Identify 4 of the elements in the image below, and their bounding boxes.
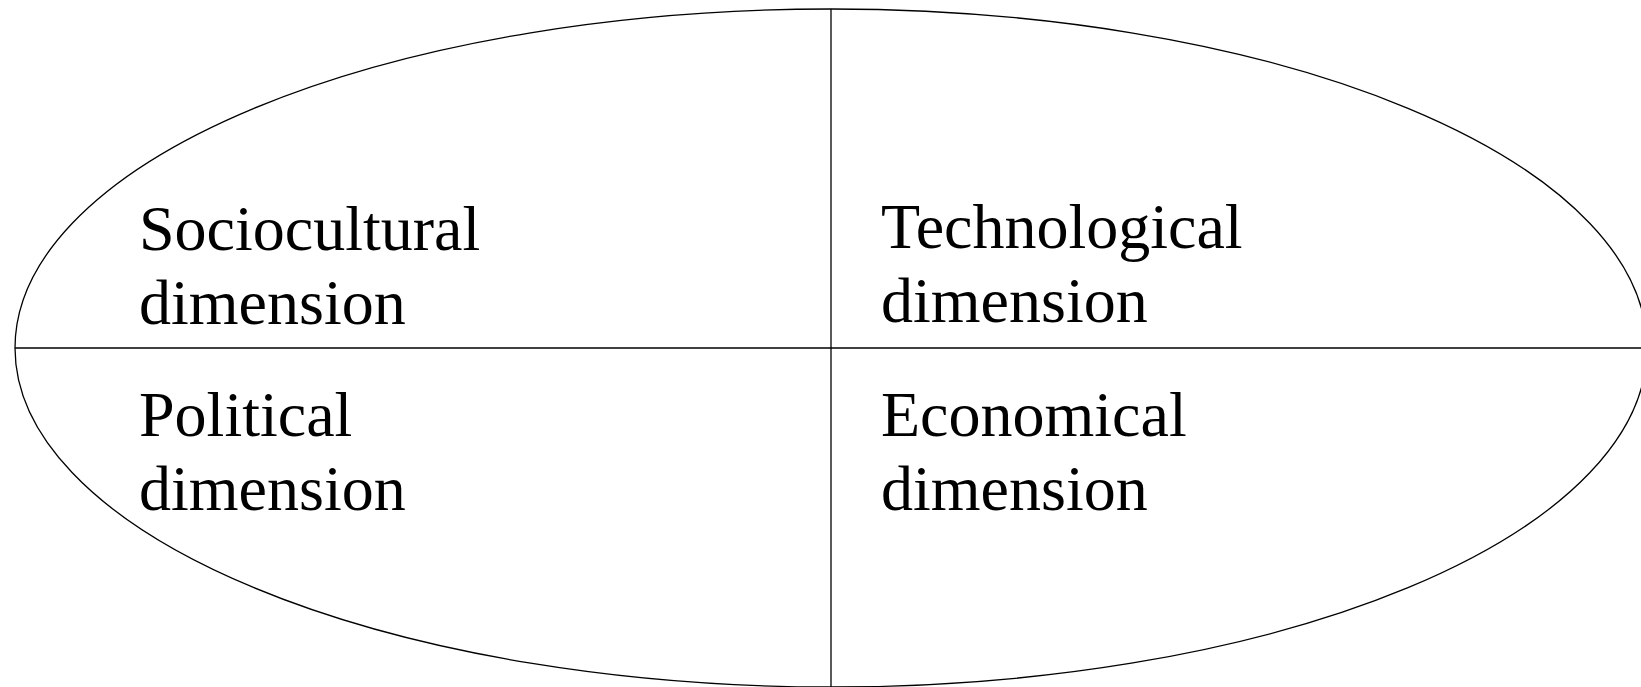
quadrant-label: Technological dimension: [881, 190, 1244, 338]
quadrant-label: Sociocultural dimension: [139, 192, 482, 340]
quadrant-label: Economical dimension: [881, 378, 1188, 526]
quadrant-label: Political dimension: [139, 378, 407, 526]
